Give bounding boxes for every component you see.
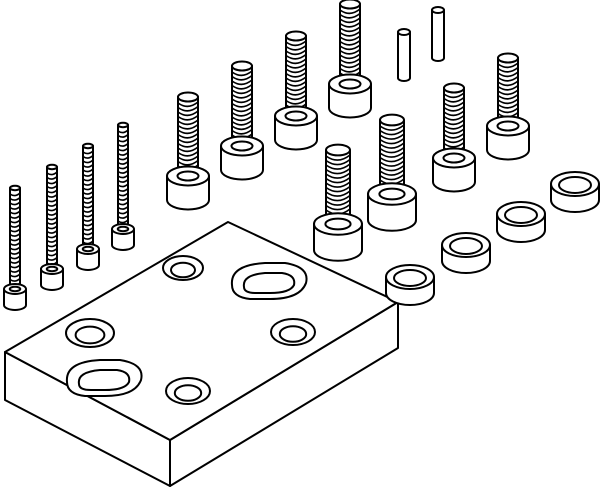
long-screw: [40, 163, 64, 291]
centering-sleeve: [550, 171, 600, 213]
plate-hole: [65, 318, 115, 348]
long-screw: [3, 184, 27, 311]
cap-screw: [220, 60, 264, 181]
cap-screw: [274, 30, 318, 151]
cap-screw: [313, 143, 363, 262]
plate-slot: [65, 359, 143, 397]
plate-slot: [230, 262, 308, 300]
dowel-pin: [397, 28, 411, 82]
plate-hole: [162, 255, 204, 281]
long-screw: [111, 121, 135, 251]
adapter-plate: [4, 221, 399, 487]
centering-sleeve: [496, 201, 546, 243]
cap-screw: [432, 82, 476, 193]
centering-sleeve: [385, 264, 435, 306]
plate-hole: [165, 377, 211, 405]
plate-hole: [270, 318, 316, 346]
centering-sleeve: [441, 232, 491, 274]
cap-screw: [328, 0, 372, 119]
cap-screw: [486, 52, 530, 161]
cap-screw: [166, 91, 210, 211]
cap-screw: [367, 113, 417, 232]
dowel-pin: [431, 6, 445, 62]
long-screw: [76, 142, 100, 271]
